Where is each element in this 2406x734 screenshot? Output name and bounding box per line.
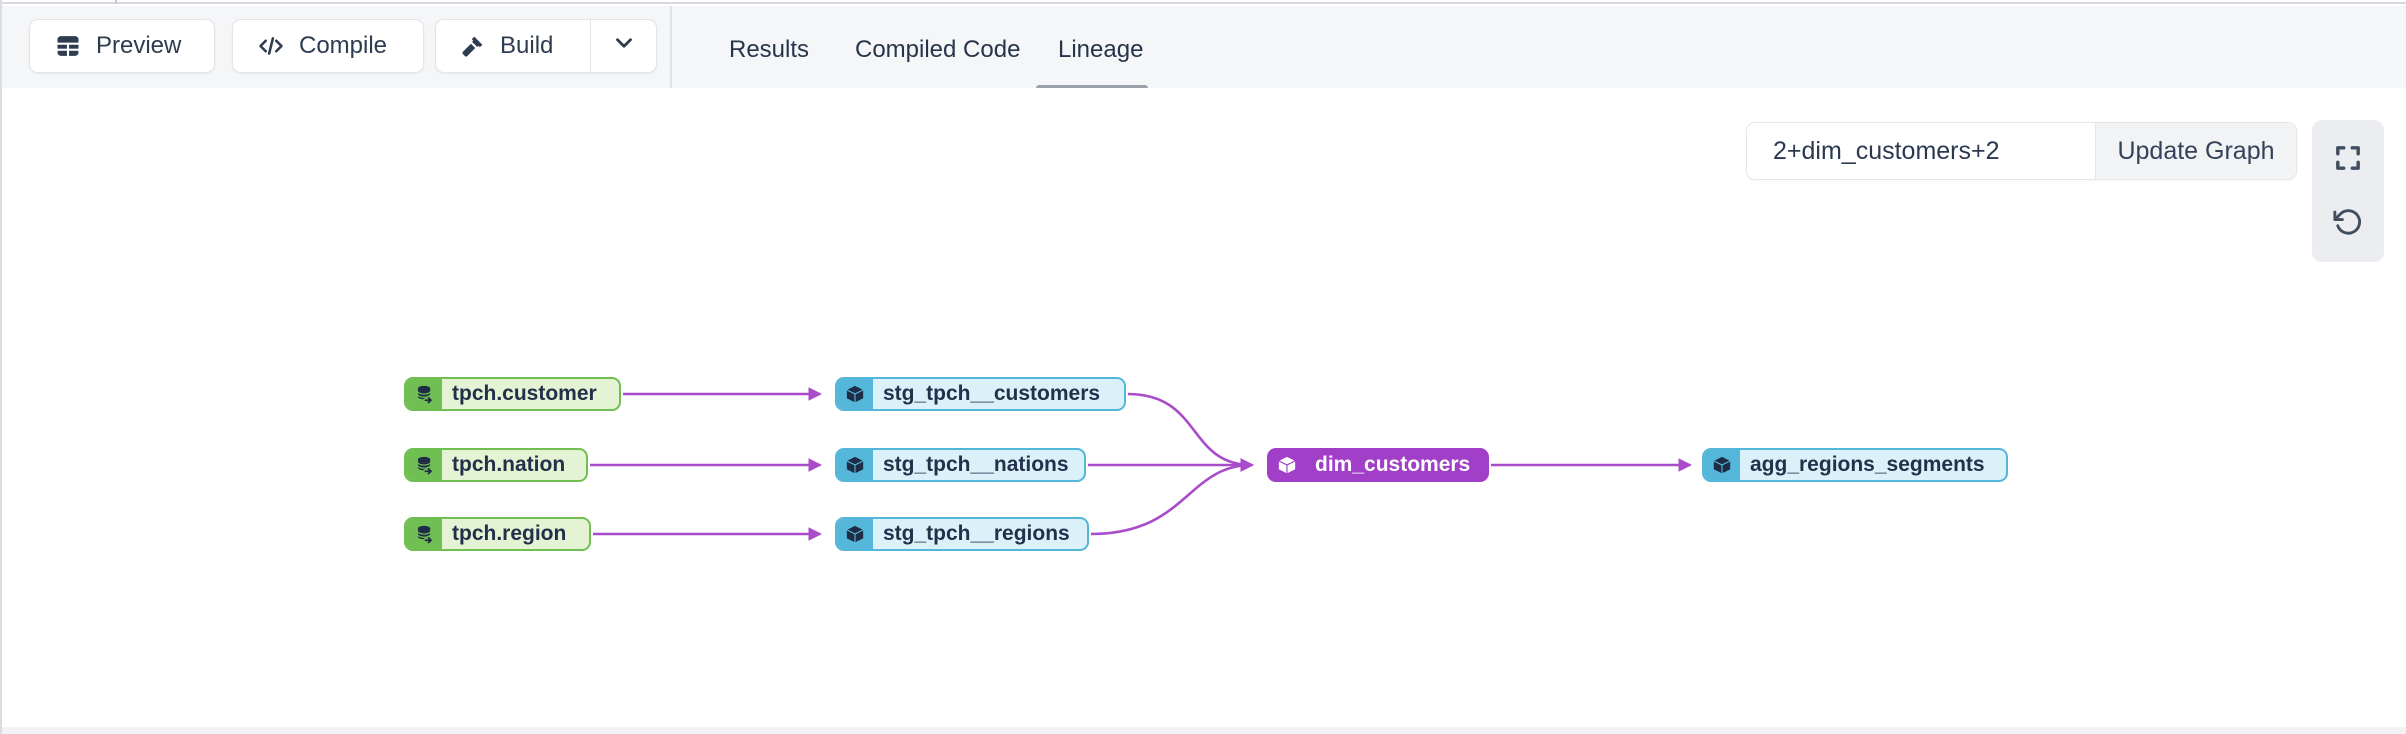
fullscreen-button[interactable] — [2331, 142, 2365, 176]
node-stg-tpch-nations[interactable]: stg_tpch__nations — [835, 448, 1086, 482]
node-label: agg_regions_segments — [1750, 453, 1985, 476]
node-label: tpch.customer — [452, 382, 597, 405]
model-cube-icon — [837, 519, 873, 549]
lineage-view-controls — [2312, 120, 2384, 262]
file-tab-divider — [115, 0, 117, 4]
compile-button-label: Compile — [299, 32, 388, 59]
lineage-selector-group: Update Graph — [1746, 122, 2297, 180]
build-button[interactable]: Build — [436, 20, 590, 72]
edge-stg-customers-to-dim — [1127, 392, 1255, 472]
node-label: dim_customers — [1315, 453, 1471, 476]
update-graph-button[interactable]: Update Graph — [2095, 123, 2296, 179]
toolbar: Preview Compile Build — [2, 6, 2406, 91]
node-tpch-customer[interactable]: tpch.customer — [404, 377, 621, 411]
node-label: stg_tpch__customers — [883, 382, 1101, 405]
table-icon — [54, 32, 82, 60]
reset-view-button[interactable] — [2331, 206, 2365, 240]
lineage-canvas[interactable]: tpch.customer tpch.nation — [2, 88, 2406, 727]
preview-button[interactable]: Preview — [29, 19, 215, 73]
model-cube-icon — [1704, 450, 1740, 480]
database-source-icon — [406, 519, 442, 549]
fullscreen-icon — [2333, 143, 2363, 176]
build-button-label: Build — [500, 32, 554, 59]
node-label: stg_tpch__nations — [883, 453, 1069, 476]
tab-results[interactable]: Results — [729, 36, 810, 63]
node-agg-regions-segments[interactable]: agg_regions_segments — [1702, 448, 2008, 482]
lineage-edges — [590, 387, 1693, 541]
node-stg-tpch-customers[interactable]: stg_tpch__customers — [835, 377, 1126, 411]
chevron-down-icon — [611, 30, 637, 63]
node-stg-tpch-regions[interactable]: stg_tpch__regions — [835, 517, 1089, 551]
node-label: tpch.nation — [452, 453, 566, 476]
model-cube-icon — [1269, 450, 1305, 480]
node-tpch-region[interactable]: tpch.region — [404, 517, 591, 551]
compile-button[interactable]: Compile — [232, 19, 424, 73]
toolbar-divider — [670, 6, 672, 88]
build-button-group: Build — [435, 19, 657, 73]
model-cube-icon — [837, 450, 873, 480]
hammer-icon — [460, 33, 486, 59]
node-label: tpch.region — [452, 522, 567, 545]
preview-button-label: Preview — [96, 32, 182, 59]
tab-bar-bottom-strip — [2, 0, 2406, 4]
node-label: stg_tpch__regions — [883, 522, 1070, 545]
model-cube-icon — [837, 379, 873, 409]
tab-lineage[interactable]: Lineage — [1058, 36, 1144, 63]
build-options-button[interactable] — [590, 20, 656, 72]
edge-stg-regions-to-dim — [1090, 458, 1255, 536]
bottom-strip — [2, 727, 2406, 734]
node-tpch-nation[interactable]: tpch.nation — [404, 448, 588, 482]
tab-compiled-code[interactable]: Compiled Code — [855, 36, 1021, 63]
lineage-selector-input[interactable] — [1747, 123, 2095, 179]
database-source-icon — [406, 379, 442, 409]
node-dim-customers[interactable]: dim_customers — [1267, 448, 1489, 482]
database-source-icon — [406, 450, 442, 480]
code-icon — [257, 32, 285, 60]
reset-view-icon — [2333, 207, 2363, 240]
